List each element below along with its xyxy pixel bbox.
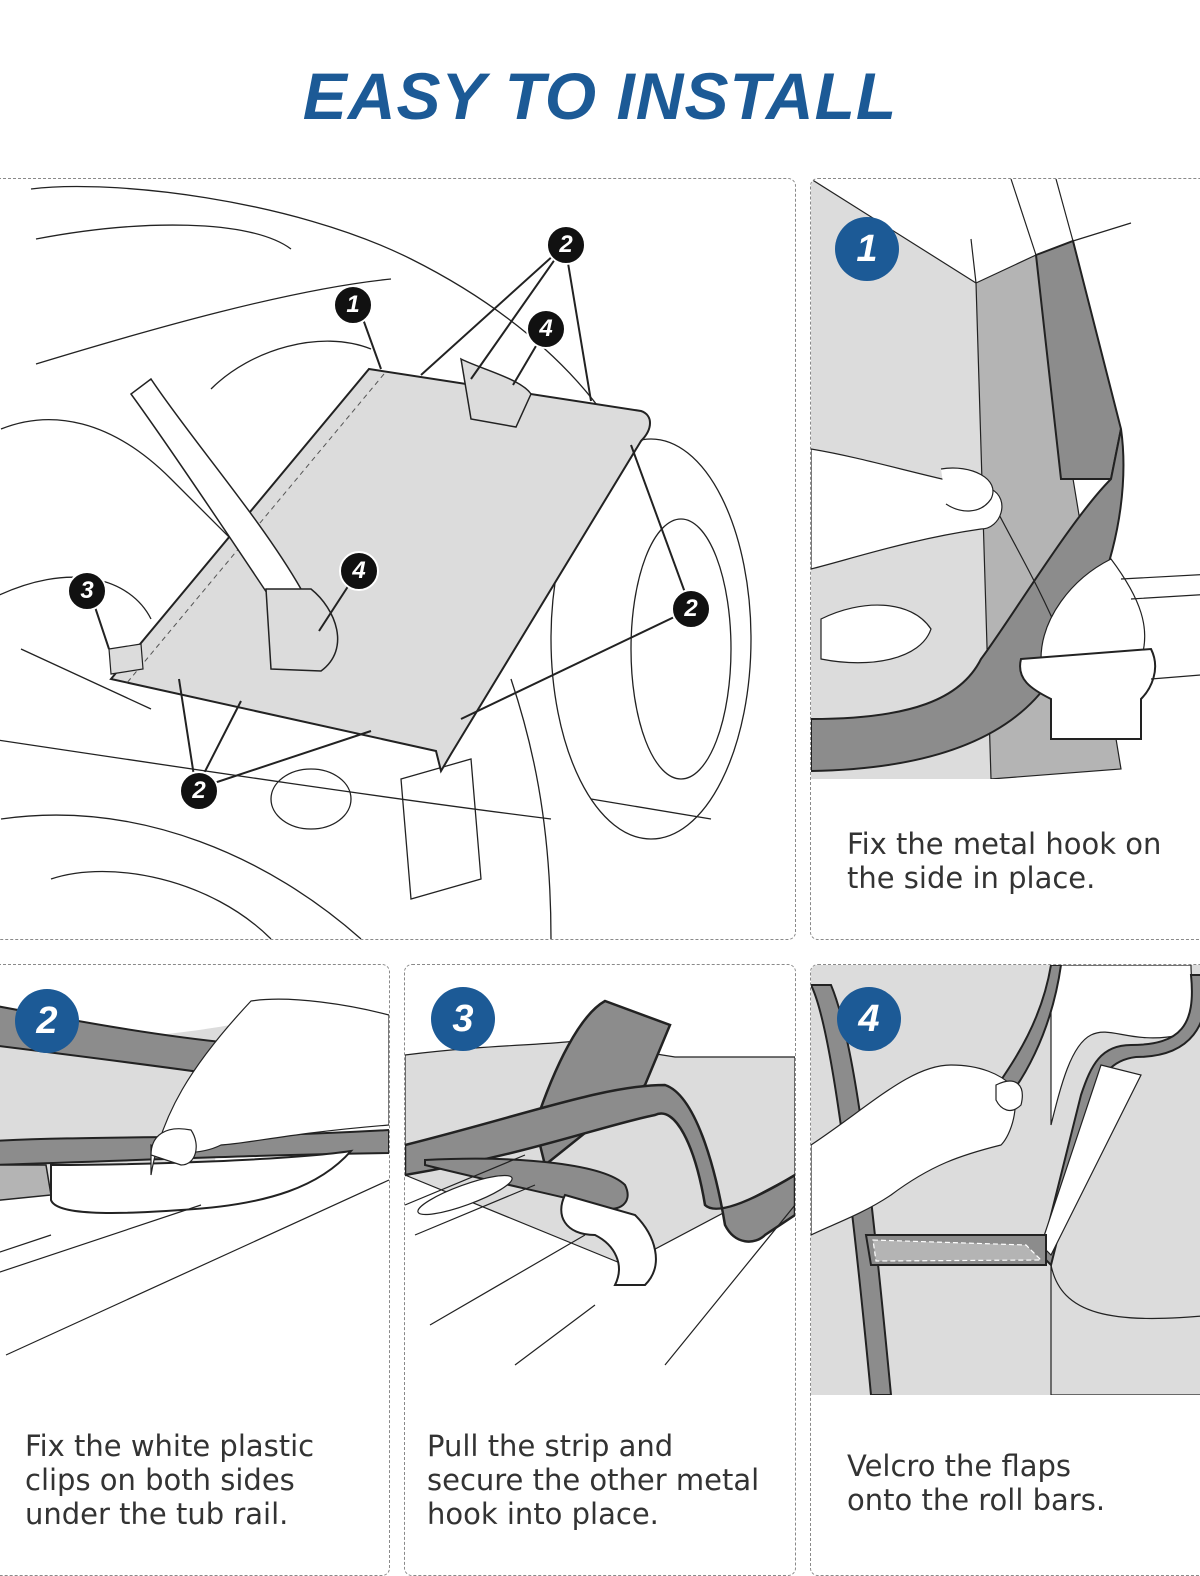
step-2-badge: 2 [15, 989, 79, 1053]
callout-marker: 4 [526, 309, 566, 349]
step-1-illustration [811, 179, 1200, 779]
step-2-caption: Fix the white plastic clips on both side… [25, 1429, 315, 1531]
callout-marker: 2 [671, 589, 711, 629]
vehicle-line-illustration [0, 185, 752, 939]
callout-marker: 2 [179, 771, 219, 811]
step-3-badge: 3 [431, 987, 495, 1051]
overview-diagram-panel: 1 2 4 4 3 2 2 [0, 178, 796, 940]
callout-marker: 3 [67, 571, 107, 611]
step-2-illustration [0, 998, 389, 1356]
step-3-illustration [405, 999, 795, 1366]
step-4-panel: 4 Velcro the flaps onto the roll bars. [810, 964, 1200, 1576]
step-3-panel: 3 Pull the strip and secure the other me… [404, 964, 796, 1576]
step-4-caption: Velcro the flaps onto the roll bars. [847, 1449, 1106, 1517]
step-3-caption: Pull the strip and secure the other meta… [427, 1429, 760, 1531]
step-1-badge: 1 [835, 217, 899, 281]
callout-marker: 4 [339, 551, 379, 591]
step-4-badge: 4 [837, 987, 901, 1051]
page-title: EASY TO INSTALL [302, 59, 898, 133]
step-1-panel: 1 Fix the metal hook on the side in plac… [810, 178, 1200, 940]
step-2-panel: 2 Fix the white plastic clips on both si… [0, 964, 390, 1576]
callout-marker: 1 [333, 285, 373, 325]
step-1-caption: Fix the metal hook on the side in place. [847, 827, 1162, 895]
callout-marker: 2 [546, 225, 586, 265]
